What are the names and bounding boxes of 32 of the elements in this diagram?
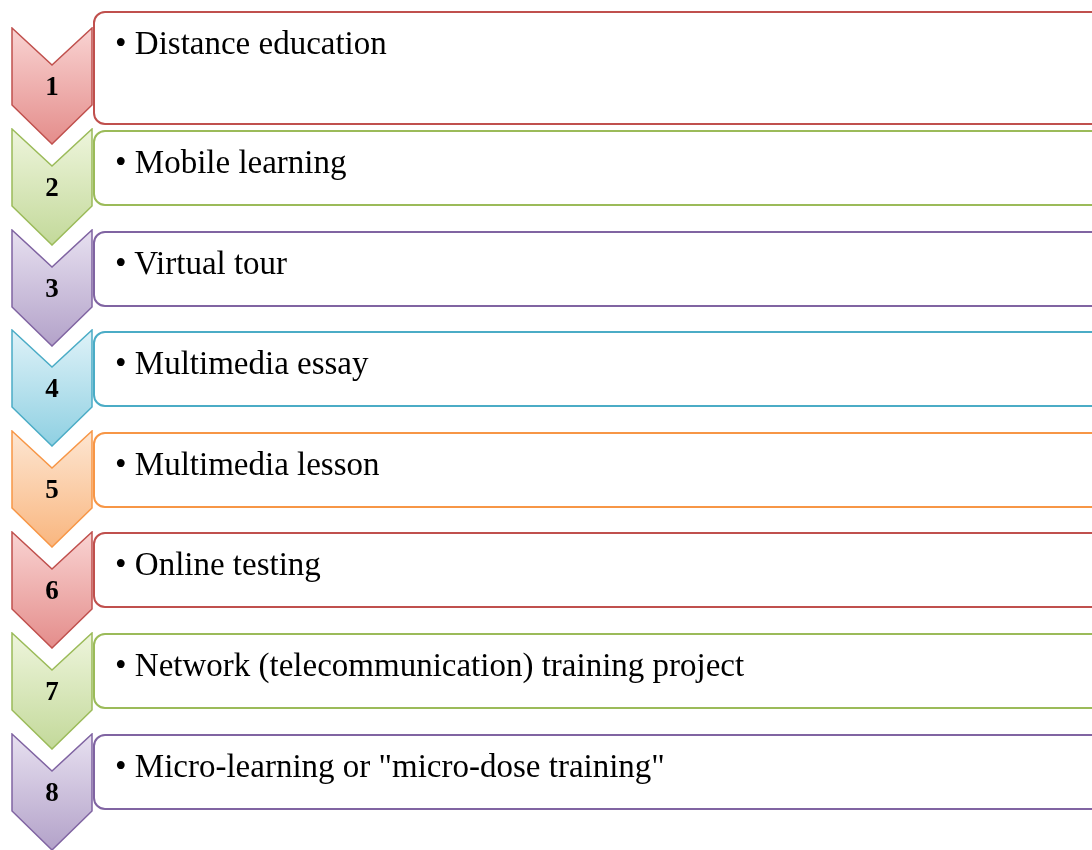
step-number: 8 [44,776,60,808]
item-text: • Micro-learning or "micro-dose training" [115,747,665,785]
step-number: 1 [44,71,60,102]
step-number: 5 [44,474,60,506]
step-number: 6 [44,575,60,606]
chevron-step [11,228,93,347]
chevron-step [11,329,93,448]
item-text: • Mobile learning [115,144,347,181]
item-text: • Network (telecommunication) training project [115,647,745,684]
list-item-box [93,532,1092,609]
item-text: • Distance education [115,25,387,62]
list-item-box [93,230,1092,307]
chevron-step [11,732,93,850]
list-item-box [93,11,1092,125]
step-number: 7 [44,675,60,707]
chevron-step [11,430,93,549]
list-item-box [93,733,1092,810]
chevron-step [11,631,93,750]
step-number: 4 [44,373,60,405]
list-item-box [93,633,1092,709]
chevron-step [11,127,93,246]
item-text: • Multimedia essay [115,345,369,383]
step-number: 2 [44,171,60,203]
step-number: 3 [44,272,60,304]
list-item-box [93,431,1092,508]
item-text: • Online testing [115,546,321,584]
item-text: • Multimedia lesson [115,445,380,483]
chevron-step [11,27,93,145]
chevron-step [11,531,93,649]
list-item-box [93,331,1092,408]
item-text: • Virtual tour [115,244,288,282]
list-item-box [93,130,1092,206]
